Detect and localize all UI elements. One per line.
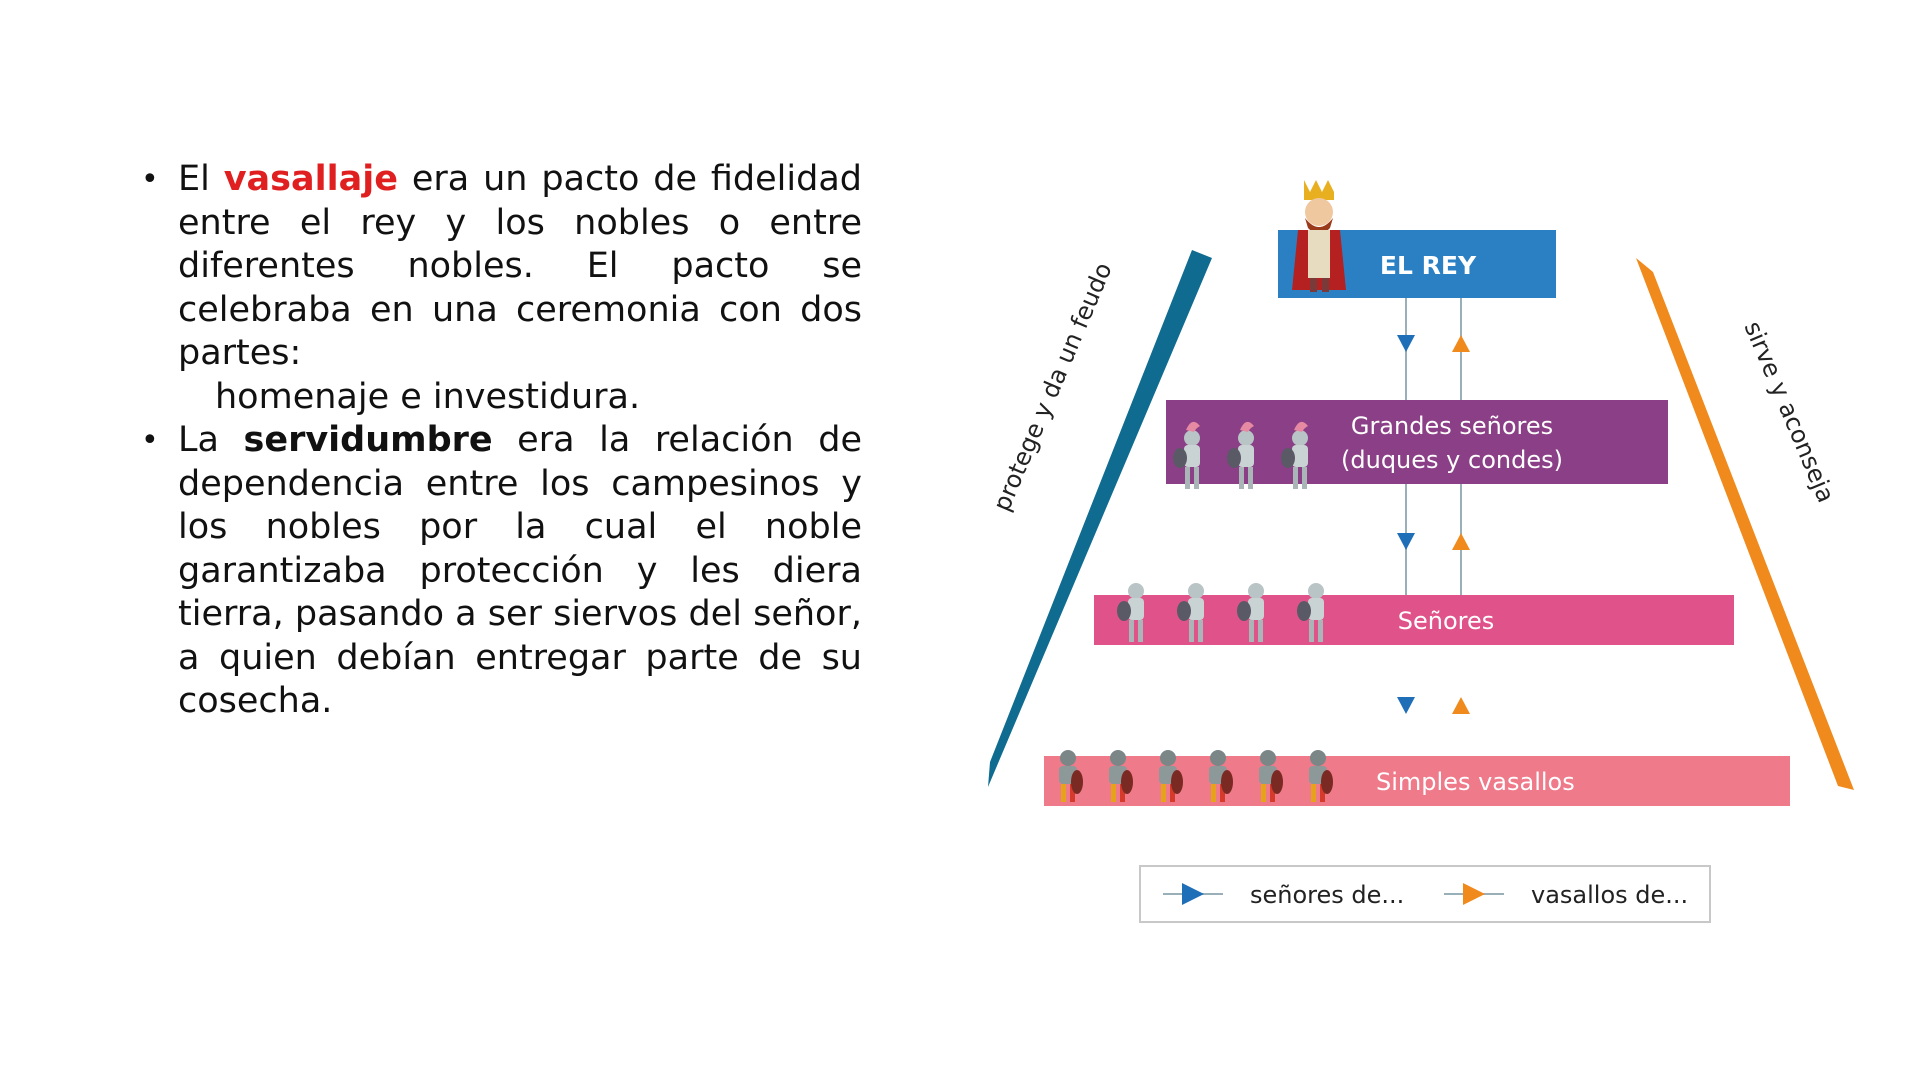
legend-box <box>1139 865 1711 923</box>
left-arrow <box>988 250 1212 787</box>
bullet-dot: • <box>141 162 159 197</box>
up-arrow-3 <box>1452 697 1470 714</box>
sub-line-homenaje: homenaje e investidura. <box>215 376 641 417</box>
legend-arrow-blue-icon <box>1182 883 1204 905</box>
paragraph-servidumbre: La servidumbre era la relación de depend… <box>178 420 862 721</box>
level-simples-vasallos-label: Simples vasallos <box>1376 768 1575 796</box>
level-grandes-senores-line2: (duques y condes) <box>1341 446 1563 474</box>
paragraph-vasallaje: El vasallaje era un pacto de fidelidad e… <box>178 159 862 373</box>
left-arrow-label: protege y da un feudo <box>988 259 1118 516</box>
down-arrow-2 <box>1397 533 1415 550</box>
legend-arrow-orange-icon <box>1463 883 1485 905</box>
up-arrow-2 <box>1452 533 1470 550</box>
level-grandes-senores-line1: Grandes señores <box>1351 412 1553 440</box>
bullet-servidumbre: • La servidumbre era la relación de depe… <box>141 419 862 724</box>
up-arrow-1 <box>1452 335 1470 352</box>
down-arrow-3 <box>1397 697 1415 714</box>
right-arrow <box>1636 258 1854 790</box>
king-icon <box>1292 180 1346 292</box>
right-arrow-label: sirve y aconseja <box>1739 317 1841 506</box>
legend-item-1: señores de... <box>1250 881 1404 909</box>
level-senores-label: Señores <box>1398 607 1495 635</box>
keyword-vasallaje: vasallaje <box>223 159 398 199</box>
feudal-pyramid-diagram: protege y da un feudo sirve y aconseja E… <box>960 150 1860 930</box>
bullet-dot: • <box>141 423 159 458</box>
keyword-servidumbre: servidumbre <box>243 420 493 460</box>
down-arrow-1 <box>1397 335 1415 352</box>
legend-item-2: vasallos de... <box>1531 881 1688 909</box>
level-el-rey-label: EL REY <box>1380 251 1477 280</box>
text-column: • El vasallaje era un pacto de fidelidad… <box>141 158 862 724</box>
bullet-vasallaje: • El vasallaje era un pacto de fidelidad… <box>141 158 862 419</box>
pyramid-svg: protege y da un feudo sirve y aconseja E… <box>988 180 1854 923</box>
